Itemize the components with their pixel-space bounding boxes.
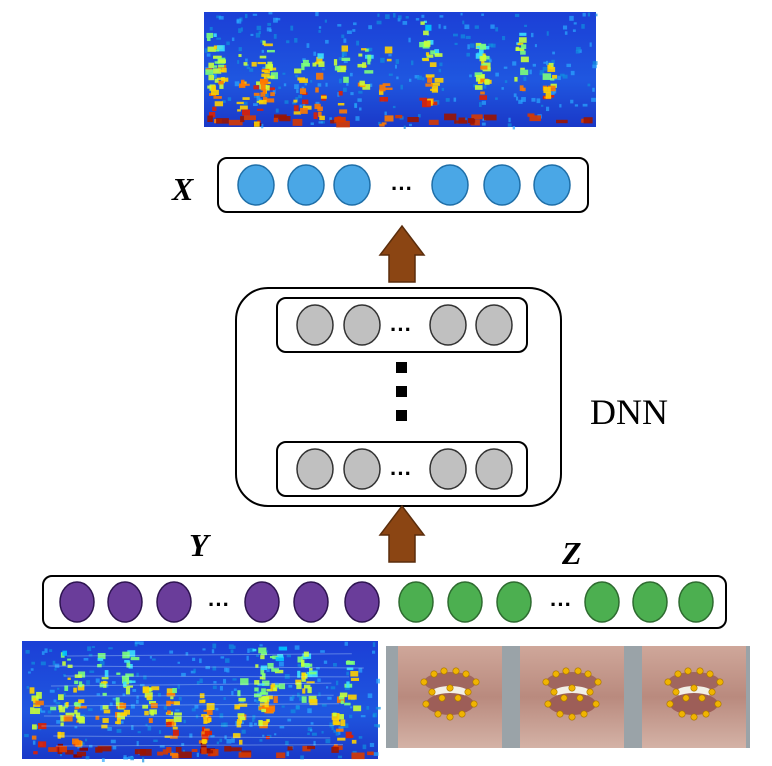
lip-landmark-frames — [386, 646, 750, 748]
dnn-top-ellipsis: ··· — [390, 317, 412, 342]
input-z-node — [496, 581, 532, 623]
input-z-node — [678, 581, 714, 623]
input-y-node — [293, 581, 329, 623]
dnn-bottom-ellipsis: ··· — [390, 461, 412, 486]
input-z-node — [398, 581, 434, 623]
input-y-node — [59, 581, 95, 623]
hidden-node — [475, 304, 513, 346]
output-node — [287, 164, 325, 206]
hidden-node — [296, 448, 334, 490]
output-node — [237, 164, 275, 206]
input-y-node — [244, 581, 280, 623]
input-z-node — [447, 581, 483, 623]
dnn-top-hidden-layer — [276, 297, 528, 353]
hidden-node — [343, 304, 381, 346]
output-spectrogram — [204, 12, 598, 130]
input-label-z: Z — [561, 535, 582, 571]
input-z-node — [584, 581, 620, 623]
input-y-node — [344, 581, 380, 623]
output-ellipsis: ··· — [391, 176, 413, 201]
arrow-up-bottom-icon — [378, 504, 426, 563]
dnn-block: ··· ··· DNN — [235, 287, 668, 507]
input-y-node — [156, 581, 192, 623]
hidden-node — [475, 448, 513, 490]
lip-frame — [398, 646, 502, 748]
hidden-node — [429, 448, 467, 490]
input-y-node — [107, 581, 143, 623]
input-spectrogram — [22, 641, 381, 763]
input-layer: Y Z ··· ··· — [42, 527, 727, 629]
hidden-node — [429, 304, 467, 346]
input-label-y: Y — [189, 527, 211, 563]
arrow-up-top-icon — [378, 224, 426, 283]
input-z-node — [632, 581, 668, 623]
hidden-node — [343, 448, 381, 490]
hidden-node — [296, 304, 334, 346]
input-y-ellipsis: ··· — [208, 592, 230, 617]
output-node — [483, 164, 521, 206]
output-node — [333, 164, 371, 206]
output-label-x: X — [171, 171, 194, 207]
input-z-ellipsis: ··· — [550, 592, 572, 617]
dnn-label: DNN — [590, 392, 668, 432]
lip-frame — [642, 646, 746, 748]
lip-frame — [520, 646, 624, 748]
input-layer-box — [42, 575, 727, 629]
dnn-bottom-hidden-layer — [276, 441, 528, 497]
output-node — [431, 164, 469, 206]
output-layer: X ··· — [171, 157, 589, 213]
output-node — [533, 164, 571, 206]
dnn-vertical-ellipsis — [396, 362, 407, 421]
